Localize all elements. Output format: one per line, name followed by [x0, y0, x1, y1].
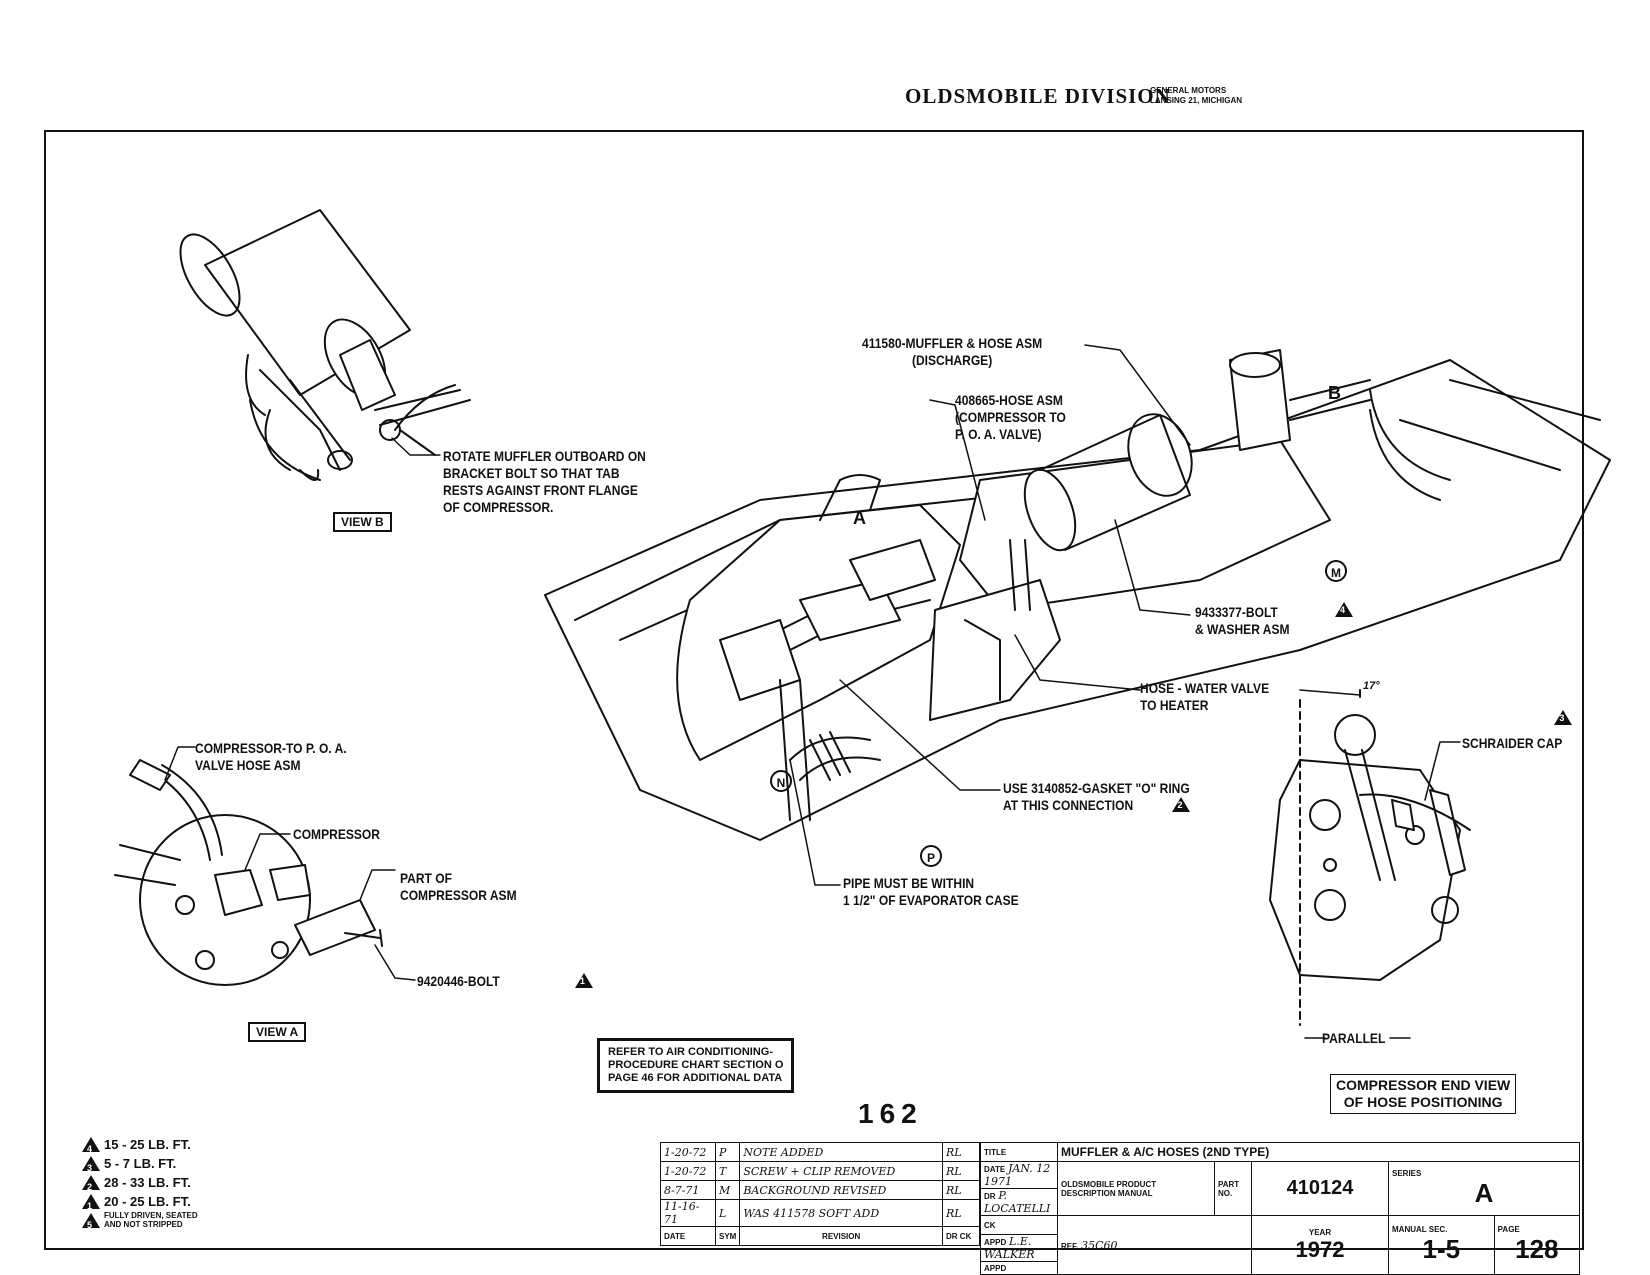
callout-compressor: COMPRESSOR	[293, 826, 380, 842]
revision-header-row: DATE SYM REVISION DR CK	[660, 1226, 980, 1246]
torque-triangle-icon: 4	[82, 1137, 100, 1154]
callout-parallel: PARALLEL	[1322, 1030, 1386, 1046]
callout-muffler-hose-asm: 411580-MUFFLER & HOSE ASM (DISCHARGE)	[862, 335, 1043, 368]
leader-lines	[164, 344, 1461, 1039]
compressor-end-view-illustration	[1269, 689, 1471, 1026]
callout-gasket-o-ring: USE 3140852-GASKET "O" RING AT THIS CONN…	[1003, 780, 1190, 813]
revision-row: 1-20-72 P NOTE ADDED RL	[660, 1142, 980, 1162]
callout-part-of-compressor-asm: PART OF COMPRESSOR ASM	[400, 870, 517, 903]
view-a-illustration	[114, 759, 383, 986]
view-a-arrow-marker: A	[853, 508, 866, 528]
manual-section-value: 1-5	[1422, 1234, 1461, 1264]
torque-triangle-icon: 3	[82, 1156, 100, 1173]
address-line-1: GENERAL MOTORS	[1150, 86, 1227, 95]
revision-table: 1-20-72 P NOTE ADDED RL 1-20-72 T SCREW …	[660, 1142, 980, 1246]
callout-hose-water-valve: HOSE - WATER VALVE TO HEATER	[1140, 680, 1270, 713]
main-assembly-illustration	[544, 349, 1611, 841]
page-number: 162	[858, 1098, 923, 1129]
callout-bolt-9420446: 9420446-BOLT	[417, 973, 500, 989]
refer-note-box: REFER TO AIR CONDITIONING- PROCEDURE CHA…	[597, 1038, 795, 1093]
marker-n: N	[770, 770, 792, 792]
division-address: GENERAL MOTORS LANSING 21, MICHIGAN	[1150, 86, 1242, 106]
torque-symbol-4-bolt-washer: 4	[1335, 602, 1353, 617]
callout-bolt-washer-asm: 9433377-BOLT & WASHER ASM	[1195, 604, 1290, 637]
view-a-label: VIEW A	[248, 1022, 307, 1042]
address-line-2: LANSING 21, MICHIGAN	[1150, 96, 1243, 105]
marker-m: M	[1325, 560, 1347, 582]
revision-row: 8-7-71 M BACKGROUND REVISED RL	[660, 1180, 980, 1200]
torque-triangle-icon: 1	[82, 1194, 100, 1211]
callout-schraider-cap: SCHRAIDER CAP	[1462, 735, 1563, 751]
torque-symbol-2-gasket: 2	[1172, 797, 1191, 812]
revision-row: 1-20-72 T SCREW + CLIP REMOVED RL	[660, 1161, 980, 1181]
callout-compressor-to-poa: COMPRESSOR-TO P. O. A. VALVE HOSE ASM	[195, 740, 347, 773]
compressor-end-view-caption: COMPRESSOR END VIEW OF HOSE POSITIONING	[1330, 1074, 1517, 1114]
series-value: A	[1474, 1177, 1494, 1208]
revision-row: 11-16-71 L WAS 411578 SOFT ADD RL	[660, 1199, 980, 1227]
year-value: 1972	[1295, 1236, 1345, 1262]
part-number: 410124	[1251, 1161, 1389, 1216]
angle-label: 17°	[1363, 680, 1380, 692]
drawing-frame	[44, 130, 1584, 1250]
callout-pipe-within: PIPE MUST BE WITHIN 1 1/2" OF EVAPORATOR…	[843, 875, 1019, 908]
callout-rotate-muffler: ROTATE MUFFLER OUTBOARD ON BRACKET BOLT …	[443, 448, 646, 515]
callout-hose-asm: 408665-HOSE ASM (COMPRESSOR TO P. O. A. …	[955, 392, 1066, 442]
torque-triangle-icon: 2	[82, 1175, 100, 1192]
view-b-illustration	[179, 209, 471, 481]
drawing-title: MUFFLER & A/C HOSES (2ND TYPE)	[1057, 1142, 1580, 1162]
torque-symbol-1-bolt: 1	[574, 973, 593, 988]
view-b-arrow-marker: B	[1328, 383, 1341, 403]
torque-triangle-icon: 5	[82, 1212, 100, 1230]
view-b-label: VIEW B	[333, 512, 392, 532]
division-header: OLDSMOBILE DIVISION	[905, 84, 1171, 108]
page-value: 128	[1515, 1234, 1559, 1264]
torque-symbol-3-cap: 3	[1554, 710, 1573, 725]
title-block: TITLE MUFFLER & A/C HOSES (2ND TYPE) DAT…	[980, 1142, 1581, 1275]
marker-p: P	[920, 845, 942, 867]
